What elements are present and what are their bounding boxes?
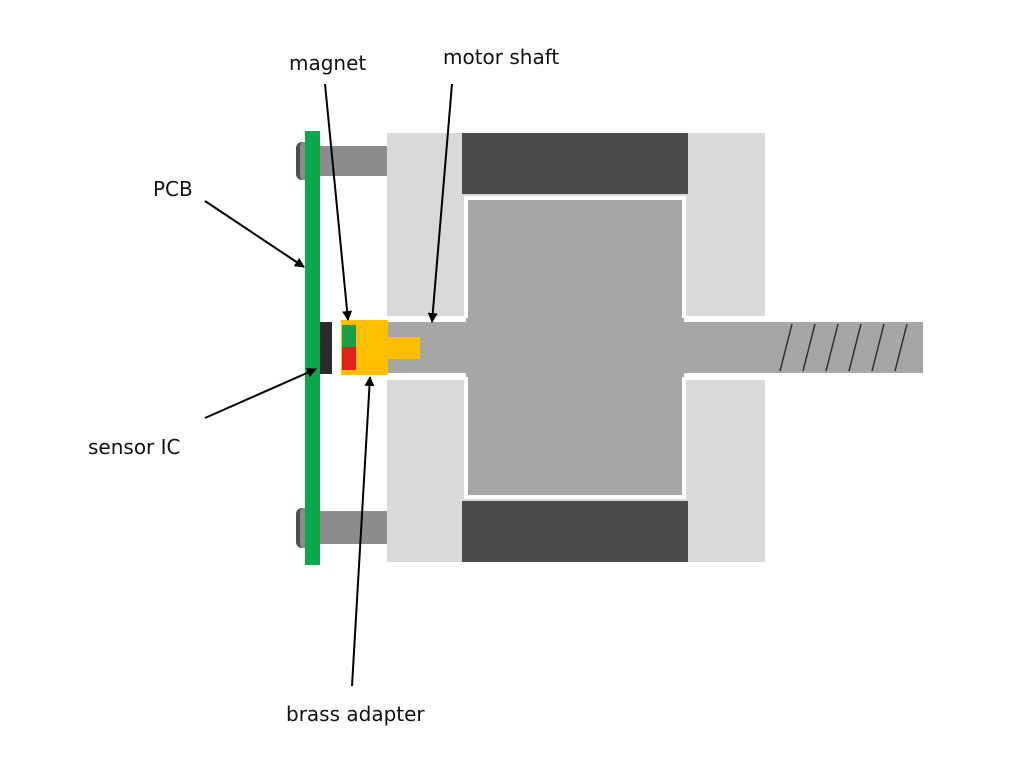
magnet-label: magnet <box>289 51 367 75</box>
sensor-ic-chip <box>320 322 332 374</box>
pcb-label: PCB <box>153 177 193 201</box>
sensor-ic-label: sensor IC <box>88 435 181 459</box>
magnet-arrow <box>324 83 353 321</box>
motor-shaft-label: motor shaft <box>443 45 560 69</box>
sensor-ic-arrow <box>204 368 317 419</box>
pcb-arrow <box>204 200 305 268</box>
motor-housing <box>387 133 765 562</box>
brass-adapter-label: brass adapter <box>286 702 425 726</box>
brass-adapter-arrow <box>351 376 375 687</box>
pcb-board <box>305 131 320 565</box>
shaft-thread <box>779 323 908 372</box>
motor-shaft-arrow <box>427 83 453 323</box>
magnet-part <box>342 325 356 370</box>
motor-shaft-body <box>386 318 923 377</box>
